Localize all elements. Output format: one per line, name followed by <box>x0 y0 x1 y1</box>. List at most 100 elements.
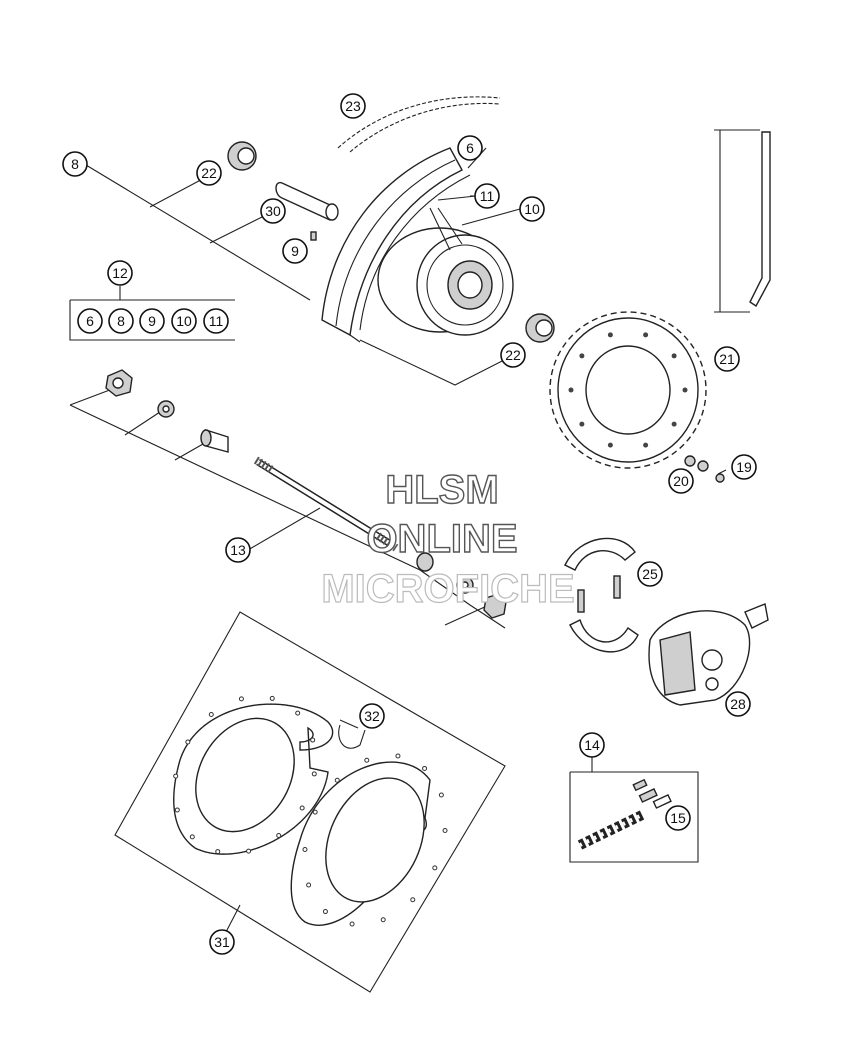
svg-text:32: 32 <box>364 708 380 724</box>
gasket-hole <box>189 834 195 840</box>
svg-text:10: 10 <box>176 313 192 329</box>
sprocket-hole <box>579 353 585 359</box>
svg-text:11: 11 <box>209 313 224 329</box>
watermark: HLSM ONLINE MICROFICHE <box>321 467 576 611</box>
gasket-hole <box>410 897 416 903</box>
sprocket-bolt <box>684 455 727 483</box>
axle-spacer-right <box>416 552 434 572</box>
gasket-hole <box>442 828 448 834</box>
tire-part <box>337 96 501 153</box>
callout-group-10: 10 <box>171 308 197 334</box>
callout-31: 31 <box>209 929 235 955</box>
sprocket-hole <box>682 387 688 393</box>
svg-text:15: 15 <box>670 810 686 826</box>
svg-text:22: 22 <box>201 165 217 181</box>
callout-22-lower: 22 <box>500 342 526 368</box>
callout-30: 30 <box>260 198 286 224</box>
svg-text:31: 31 <box>214 934 230 950</box>
gasket-hole <box>238 696 244 702</box>
sprocket-hole <box>579 421 585 427</box>
axle-washer-left <box>157 400 175 418</box>
gasket-hole <box>395 753 401 759</box>
svg-text:12: 12 <box>112 265 128 281</box>
spacer-tube <box>275 181 339 221</box>
gasket-hole <box>438 792 444 798</box>
svg-text:10: 10 <box>524 201 540 217</box>
callout-15: 15 <box>665 805 691 831</box>
callout-25: 25 <box>637 561 663 587</box>
bearing-upper <box>227 141 257 171</box>
chain-adjuster-bolt <box>714 129 771 313</box>
callout-group-8: 8 <box>108 308 134 334</box>
chain-part <box>577 810 645 850</box>
svg-text:25: 25 <box>642 566 658 582</box>
callout-19: 19 <box>731 454 757 480</box>
callout-10: 10 <box>519 196 545 222</box>
sprocket-hole <box>643 332 649 338</box>
axle-nut-right <box>483 593 507 619</box>
callout-13: 13 <box>225 537 251 563</box>
callout-group-6: 6 <box>77 308 103 334</box>
svg-text:28: 28 <box>730 696 746 712</box>
gasket-hole <box>422 765 428 771</box>
axle-spacer <box>200 429 229 453</box>
gasket-hole <box>310 737 316 743</box>
gasket-hole <box>349 921 355 927</box>
bearing-lower <box>525 313 555 343</box>
sprocket-hole <box>671 421 677 427</box>
gasket-hole <box>174 807 180 813</box>
svg-text:6: 6 <box>86 313 94 329</box>
callout-9: 9 <box>282 238 308 264</box>
callout-8: 8 <box>62 151 88 177</box>
gasket-hole <box>432 865 438 871</box>
callout-12: 12 <box>107 260 133 286</box>
axle-nut-left <box>105 369 133 397</box>
gasket-hole <box>269 695 275 701</box>
gasket-hole <box>276 833 282 839</box>
svg-text:22: 22 <box>505 347 521 363</box>
gasket-hole <box>299 805 305 811</box>
svg-text:8: 8 <box>117 313 125 329</box>
gasket-hole <box>311 771 317 777</box>
svg-text:9: 9 <box>148 313 156 329</box>
group-bracket-12 <box>69 286 235 341</box>
brake-shoe-part <box>564 537 639 653</box>
svg-text:13: 13 <box>230 542 246 558</box>
callout-21: 21 <box>714 346 740 372</box>
master-link-part <box>632 778 672 809</box>
svg-text:8: 8 <box>71 156 79 172</box>
gasket-hole <box>185 739 191 745</box>
callout-28: 28 <box>725 691 751 717</box>
svg-text:21: 21 <box>719 351 735 367</box>
gasket-hole <box>380 917 386 923</box>
svg-text:9: 9 <box>291 243 299 259</box>
gasket-hole <box>295 710 301 716</box>
watermark-line1: HLSM <box>385 468 498 512</box>
callout-group-9: 9 <box>139 308 165 334</box>
svg-text:23: 23 <box>345 98 361 114</box>
callout-11: 11 <box>474 183 500 209</box>
sprocket-hole <box>607 442 613 448</box>
gasket-hole <box>173 773 179 779</box>
gasket-box <box>114 611 506 993</box>
chain-box <box>569 757 699 863</box>
callout-group-11: 11 <box>203 308 229 334</box>
gasket-hole <box>246 848 252 854</box>
gasket-hole <box>364 757 370 763</box>
sprocket-hole <box>568 387 574 393</box>
watermark-line2: ONLINE <box>366 517 517 561</box>
axle-washer-right <box>456 576 474 594</box>
svg-text:11: 11 <box>480 188 495 204</box>
gasket-hole <box>306 882 312 888</box>
axle-shaft <box>253 456 399 552</box>
sprocket-part <box>549 311 707 469</box>
callout-6: 6 <box>457 135 483 161</box>
nipple-part <box>310 231 317 241</box>
gasket-hole <box>334 777 340 783</box>
gasket-left <box>173 703 334 855</box>
sprocket-hole <box>607 332 613 338</box>
cable-tie-part <box>338 719 366 749</box>
gasket-hole <box>302 846 308 852</box>
svg-text:20: 20 <box>673 473 689 489</box>
